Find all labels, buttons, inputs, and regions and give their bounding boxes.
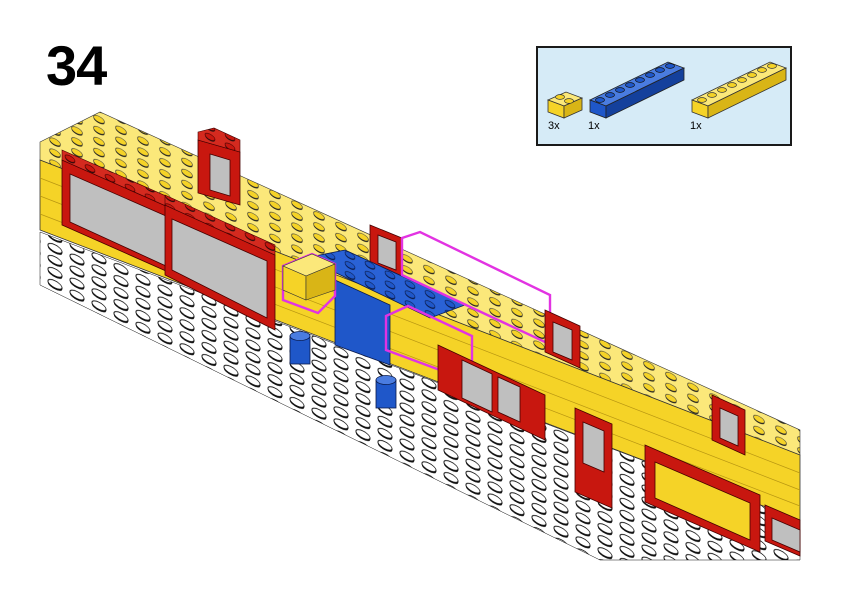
- step-number: 34: [46, 34, 107, 97]
- parts-callout: 3x 1x 1x: [536, 46, 792, 146]
- window-right-top: [544, 309, 581, 369]
- yellow-1x8-brick-icon: [690, 61, 788, 119]
- window-shutters: [437, 344, 546, 441]
- window-left-2: [164, 194, 276, 331]
- window-corner-right: [764, 504, 801, 557]
- parts-illustration: [546, 61, 788, 119]
- window-far-right: [711, 394, 746, 456]
- yellow-1x2-placed: [282, 253, 336, 301]
- blue-column: [303, 249, 467, 366]
- part-qty: 1x: [588, 120, 600, 132]
- blue-round-brick: [289, 331, 311, 365]
- window-small-top: [197, 127, 241, 206]
- window-bottom-right: [644, 444, 761, 553]
- blue-1x8-brick-icon: [588, 61, 686, 119]
- part-qty: 3x: [548, 120, 560, 132]
- door-red: [574, 407, 613, 509]
- part-qty: 1x: [690, 120, 702, 132]
- blue-round-brick: [375, 375, 397, 409]
- yellow-1x2-brick-icon: [546, 91, 584, 119]
